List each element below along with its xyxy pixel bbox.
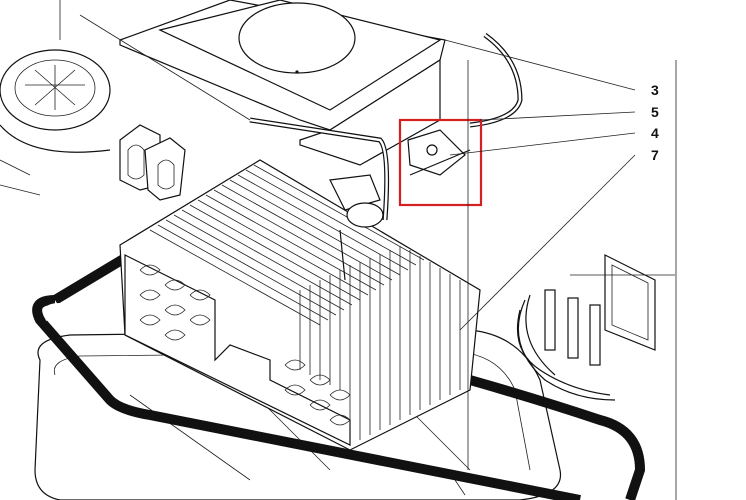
callout-4: 4 — [651, 125, 659, 141]
refrigerant-tubing — [249, 32, 523, 281]
callout-3: 3 — [651, 82, 659, 98]
clip-parts — [119, 124, 186, 201]
wiring-harness — [516, 254, 656, 401]
evaporator-coil — [119, 159, 481, 451]
callout-5: 5 — [651, 104, 659, 120]
gasket-seal — [32, 250, 646, 500]
fan-assembly — [0, 49, 111, 196]
thermostat-probe — [407, 129, 471, 176]
callout-7: 7 — [651, 147, 659, 163]
top-cover-plate — [119, 0, 446, 166]
highlight-box — [398, 118, 483, 207]
leader-lines — [59, 0, 677, 500]
